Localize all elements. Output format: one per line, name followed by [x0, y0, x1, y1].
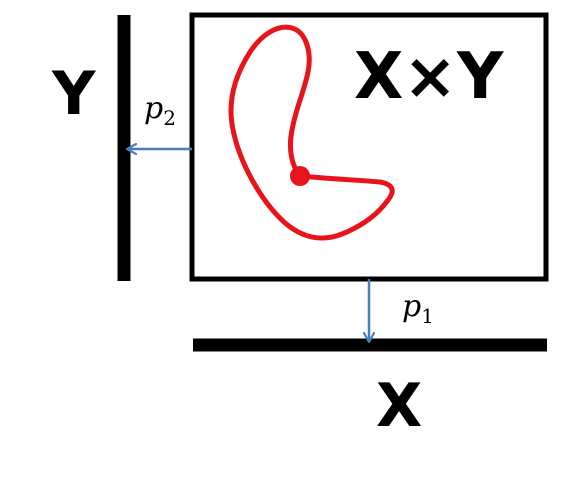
p1-label: p1 — [402, 289, 434, 328]
x-space-label: X — [376, 371, 422, 441]
p2-subscript: 2 — [163, 106, 176, 130]
p1-symbol: p — [402, 289, 421, 324]
red-curve — [228, 24, 395, 241]
y-space-label: Y — [51, 59, 97, 129]
red-point — [290, 166, 310, 186]
p1-subscript: 1 — [421, 304, 434, 328]
p2-symbol: p — [144, 91, 163, 126]
p2-label: p2 — [144, 91, 176, 130]
product-space-label: X×Y — [354, 40, 504, 114]
